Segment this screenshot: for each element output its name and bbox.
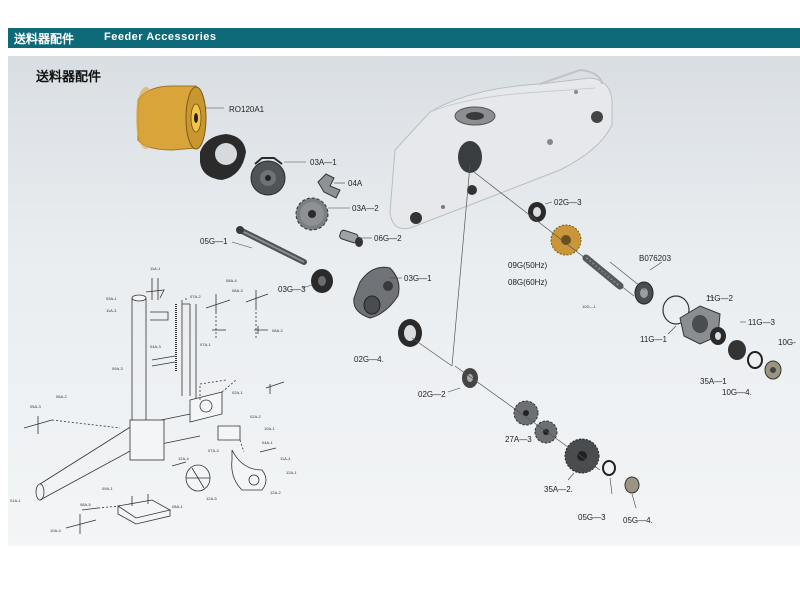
label-03G3: 03G—3 [278, 285, 306, 294]
label-04A: 04A [348, 179, 363, 188]
stand-label: 08A-3 [232, 288, 243, 293]
stand-label: 02A-1 [232, 390, 243, 395]
label-03A1: 03A—1 [310, 158, 337, 167]
ring-icon [710, 327, 726, 345]
label-35A1: 35A—1 [700, 377, 727, 386]
bracket-icon [317, 173, 341, 199]
stand-label: 08A-5 [80, 502, 91, 507]
label-11G3: 11G—3 [748, 318, 776, 327]
header-bar: 送料器配件 Feeder Accessories [8, 28, 800, 48]
stand-label: 01A-1 [10, 498, 21, 503]
leader-lines [205, 107, 746, 509]
sprocket-icon [295, 197, 329, 231]
o-ring-icon [662, 295, 690, 325]
section-title: 送料器配件 [36, 70, 102, 85]
label-02G2: 02G—2 [418, 390, 446, 399]
stand-label: 08A-1 [172, 504, 183, 509]
label-10G4: 10G—4. [722, 388, 752, 397]
pin-icon [339, 229, 363, 247]
stand-label: 11A-1 [150, 266, 161, 271]
ring-icon [528, 202, 546, 222]
stand-labels: 03A-1 11A-3 11A-1 07A-2 07A-1 08A-4 08A-… [10, 266, 297, 533]
stand-label: 11A-3 [106, 308, 117, 313]
label-09G: 09G(50Hz) [508, 261, 547, 270]
stand-label: 05A-3 [30, 404, 41, 409]
header-title-en: Feeder Accessories [104, 31, 217, 43]
label-RO120A1: RO120A1 [229, 105, 265, 114]
cam-icon [353, 266, 400, 319]
nut-icon [624, 476, 640, 494]
sprocket-icon [513, 400, 558, 444]
collar-icon [200, 134, 246, 180]
stand-label: 07A-3 [208, 448, 219, 453]
washer-icon [602, 460, 616, 476]
stand-label: 08A-4 [226, 278, 237, 283]
label-27A3: 27A—3 [505, 435, 532, 444]
roller-icon [136, 85, 207, 151]
stand-drawing [23, 278, 285, 534]
stand-label: 03A-1 [106, 296, 117, 301]
stand-label: 06A-2 [56, 394, 67, 399]
label-10G: 10G- [778, 338, 796, 347]
stand-label: 02A-2 [250, 414, 261, 419]
feeder-housing [389, 68, 613, 230]
stand-label: 10A-1 [264, 426, 275, 431]
stand-label: 07A-2 [190, 294, 201, 299]
label-03A2: 03A—2 [352, 204, 379, 213]
label-05G3: 05G—3 [578, 513, 606, 522]
label-10G1: 10G—1 [582, 304, 597, 309]
bearing-icon [398, 319, 422, 347]
stand-label: 09A-1 [102, 486, 113, 491]
disc-icon [728, 340, 746, 360]
label-02G4: 02G—4. [354, 355, 384, 364]
stand-label: 10A-4 [50, 528, 61, 533]
stand-label: 04A-1 [262, 440, 273, 445]
nut-icon [764, 360, 782, 380]
label-05G4: 05G—4. [623, 516, 653, 525]
shaft-icon [236, 226, 307, 265]
label-35A2: 35A—2. [544, 485, 573, 494]
label-03G1: 03G—1 [404, 274, 432, 283]
label-08G: 08G(60Hz) [508, 278, 547, 287]
stand-label: 04A-3 [150, 344, 161, 349]
stand-label: 12A-5 [206, 496, 217, 501]
label-02G3: 02G—3 [554, 198, 582, 207]
nut-icon [311, 269, 333, 293]
stand-label: 09A-3 [112, 366, 123, 371]
label-11G1: 11G—1 [640, 335, 668, 344]
stand-label: 12A-4 [178, 456, 189, 461]
label-05G1: 05G—1 [200, 237, 228, 246]
label-11G2: 11G—2 [706, 294, 734, 303]
stand-label: 08A-2 [272, 328, 283, 333]
gear-icon [250, 157, 286, 196]
label-06G2: 06G—2 [374, 234, 402, 243]
gear-icon [564, 438, 600, 474]
washer-icon [747, 351, 763, 369]
bearing-icon [634, 281, 654, 305]
header-title-zh: 送料器配件 [14, 32, 75, 46]
stand-label: 11A-4 [280, 456, 291, 461]
stand-label: 12A-2 [270, 490, 281, 495]
assembly-lines [411, 164, 646, 471]
label-B076203: B076203 [639, 254, 672, 263]
stand-label: 07A-1 [200, 342, 211, 347]
bushing-icon [462, 368, 478, 388]
stand-label: 12A-1 [286, 470, 297, 475]
